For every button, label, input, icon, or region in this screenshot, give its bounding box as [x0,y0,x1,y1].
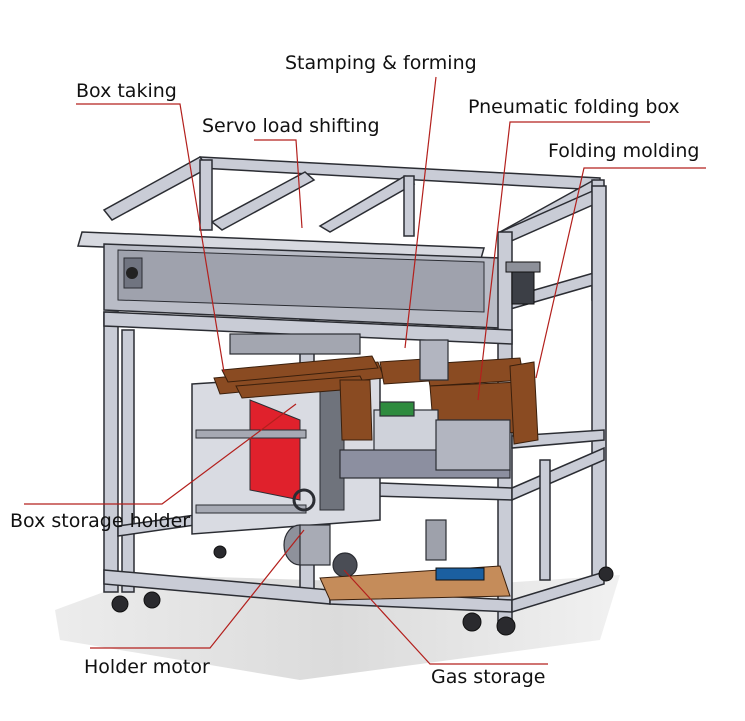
label-gas-storage: Gas storage [431,666,546,688]
leader-pneumatic-folding-box [477,121,650,401]
label-servo-load-shifting: Servo load shifting [202,115,380,137]
wheels [111,545,614,636]
label-stamping-forming: Stamping & forming [285,52,477,74]
center-mechanism [229,333,511,561]
leader-servo-load-shifting [254,139,303,229]
leader-box-storage-holder [24,403,297,505]
box-storage-holder [191,371,381,535]
label-pneumatic-folding-box: Pneumatic folding box [468,96,680,118]
label-holder-motor: Holder motor [84,656,210,678]
right-frame [497,184,607,631]
leader-lines [24,76,706,665]
leader-stamping-forming [404,76,437,349]
leader-gas-storage [343,569,548,665]
leader-holder-motor [90,529,305,649]
label-box-storage-holder: Box storage holder [10,510,191,532]
leader-folding-molding [535,167,706,379]
label-box-taking: Box taking [76,80,177,102]
leader-box-taking [76,103,225,373]
label-folding-molding: Folding molding [548,140,700,162]
